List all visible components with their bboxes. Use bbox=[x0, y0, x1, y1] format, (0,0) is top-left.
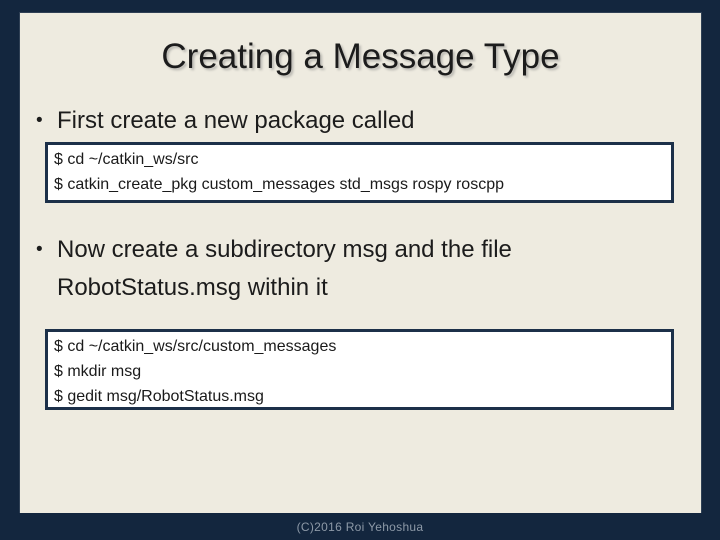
bullet-item-create-msg-dir: • Now create a subdirectory msg and the … bbox=[36, 231, 617, 307]
code-block-create-package: $ cd ~/catkin_ws/src $ catkin_create_pkg… bbox=[45, 142, 674, 203]
bullet-text: Now create a subdirectory msg and the fi… bbox=[57, 236, 512, 301]
copyright-text: (C)2016 Roi Yehoshua bbox=[296, 519, 424, 534]
code-line: $ catkin_create_pkg custom_messages std_… bbox=[54, 176, 504, 193]
bullet-text: First create a new package called bbox=[57, 107, 415, 134]
code-block-create-msg-file: $ cd ~/catkin_ws/src/custom_messages $ m… bbox=[45, 329, 674, 410]
code-line: $ gedit msg/RobotStatus.msg bbox=[54, 388, 264, 405]
slide-title: Creating a Message Type bbox=[161, 37, 560, 76]
slide-content-area: Creating a Message Type • First create a… bbox=[20, 13, 701, 513]
code-line: $ cd ~/catkin_ws/src bbox=[54, 151, 199, 168]
footer-bar: (C)2016 Roi Yehoshua bbox=[0, 513, 720, 540]
bullet-item-first-package: • First create a new package called bbox=[36, 102, 617, 140]
code-line: $ cd ~/catkin_ws/src/custom_messages bbox=[54, 338, 337, 355]
code-line: $ mkdir msg bbox=[54, 363, 142, 380]
bullet-marker-icon: • bbox=[36, 110, 43, 131]
bullet-marker-icon: • bbox=[36, 239, 43, 260]
